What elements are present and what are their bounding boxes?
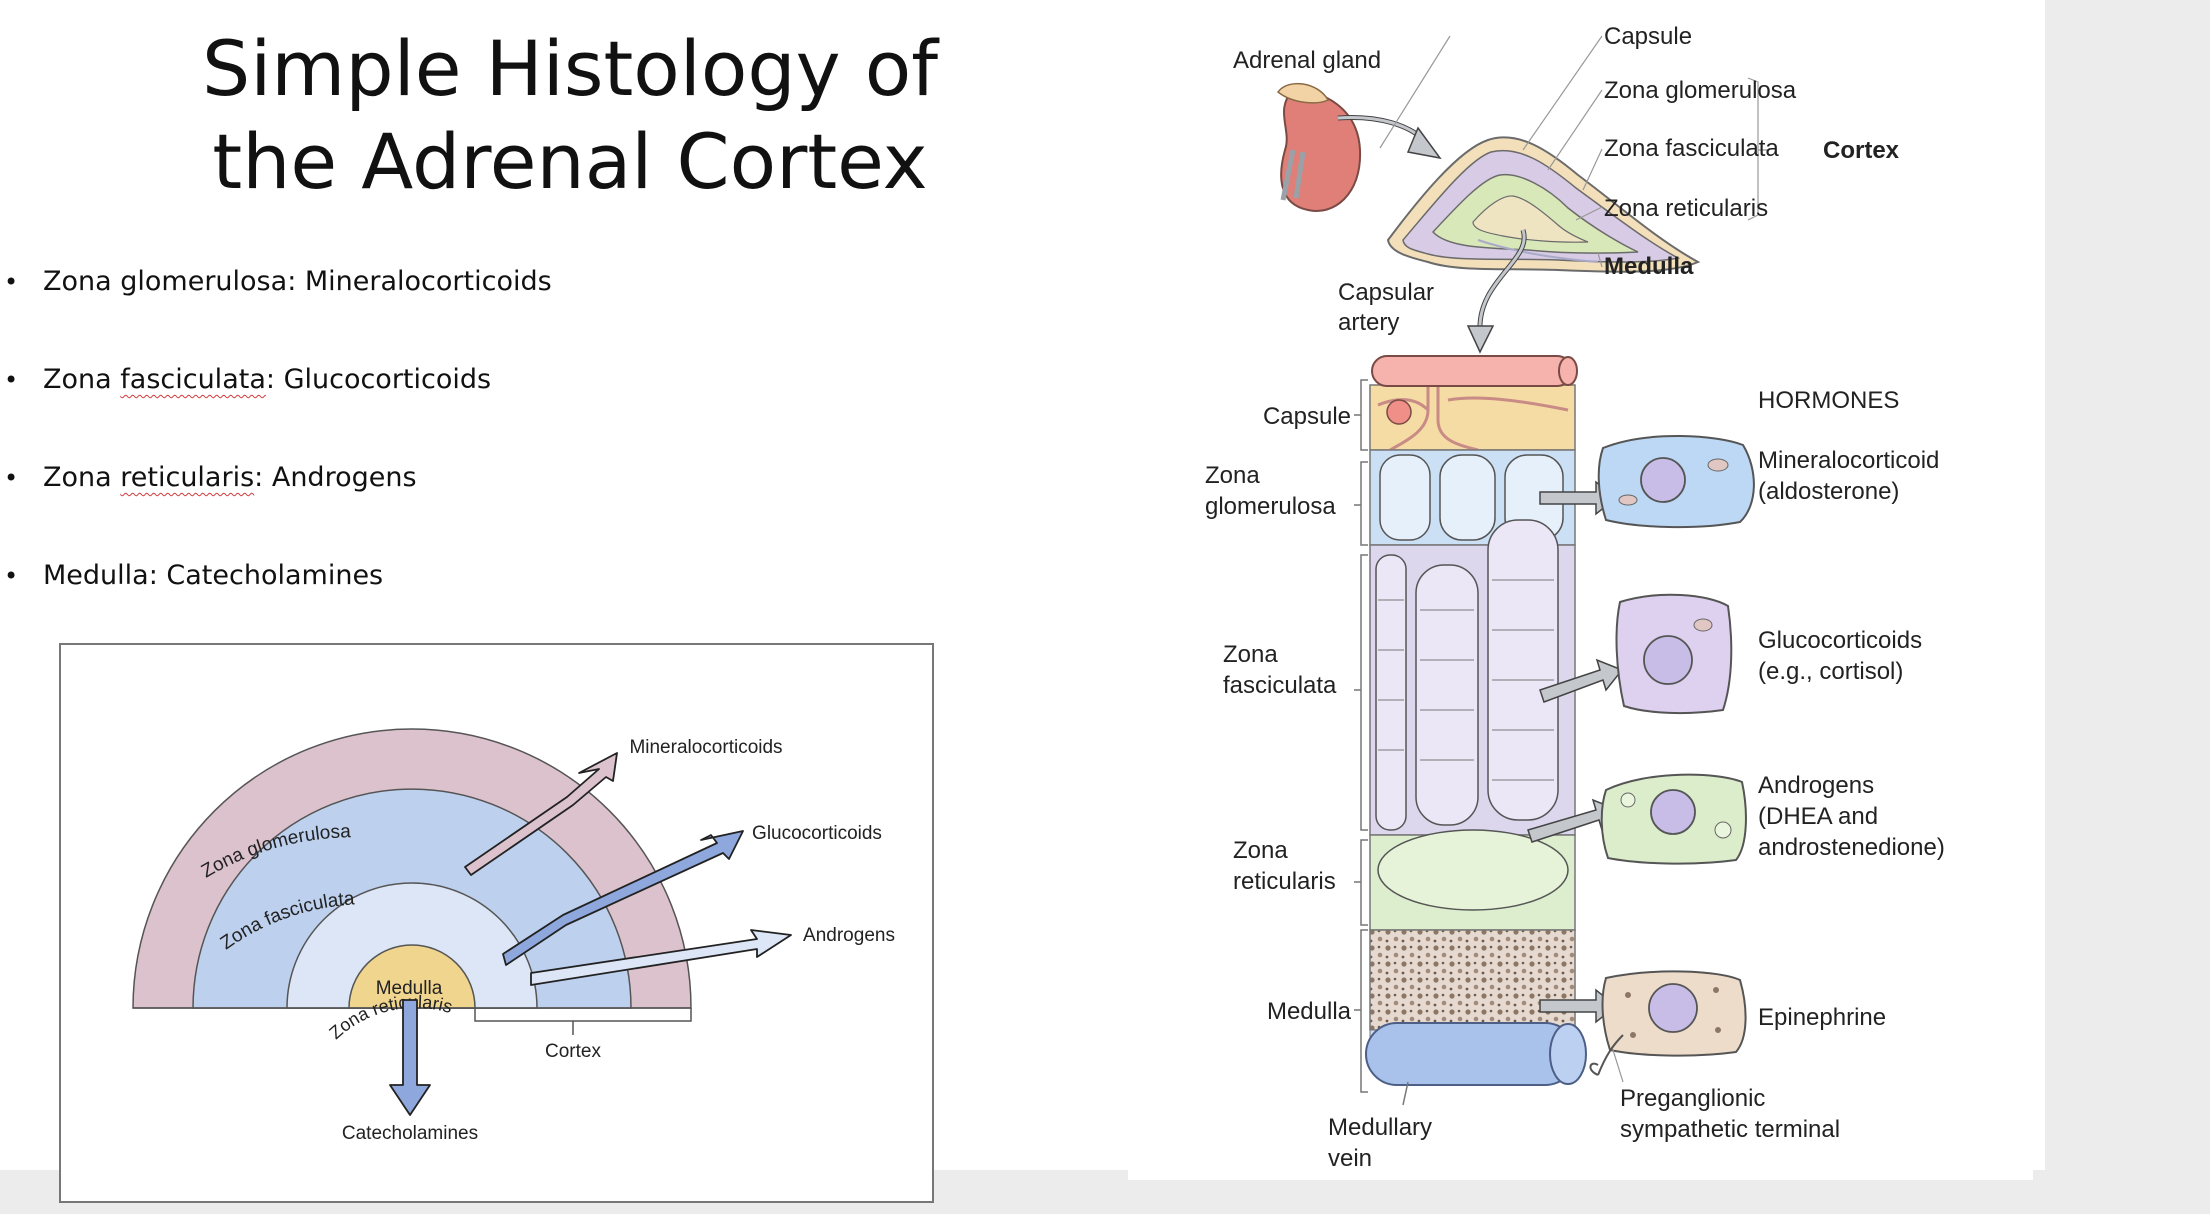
bullet-item-glomerulosa: Zona glomerulosa: Mineralocorticoids [0, 258, 552, 356]
cell-mineralocorticoid [1597, 435, 1755, 529]
label-mineralocorticoid-1: Mineralocorticoid [1758, 447, 1939, 474]
label-epinephrine: Epinephrine [1758, 1004, 1886, 1031]
medullary-vein-tube [1365, 1022, 1577, 1086]
label-cortex: Cortex [545, 1041, 601, 1062]
bullet-item-medulla: Medulla: Catecholamines [0, 552, 552, 650]
label-capsular-artery-2: artery [1338, 309, 1399, 336]
label-androgens-3: androstenedione) [1758, 834, 1945, 861]
label-capsular-artery-1: Capsular [1338, 279, 1434, 306]
slide-title: Simple Histology of the Adrenal Cortex [140, 22, 1000, 208]
left-zone-brackets [1354, 379, 1409, 1106]
label-glucocorticoids-2: (e.g., cortisol) [1758, 658, 1903, 685]
slide-title-line-2: the Adrenal Cortex [212, 117, 928, 206]
bullet-hormone: Mineralocorticoids [304, 266, 552, 297]
zone-schematic-figure: Zona glomerulosa Zona fasciculata Zona r… [59, 643, 934, 1203]
bullet-zone: Zona fasciculata [43, 364, 266, 395]
label-capsule-top: Capsule [1604, 23, 1692, 50]
bullet-zone: Zona glomerulosa [43, 266, 288, 297]
label-medullary-vein-2: vein [1328, 1145, 1372, 1172]
spellcheck-underline: fasciculata [120, 364, 266, 395]
label-medulla: Medulla [376, 978, 443, 999]
label-zona-fasciculata-top: Zona fasciculata [1604, 135, 1779, 162]
label-preganglionic-1: Preganglionic [1620, 1085, 1765, 1112]
label-preganglionic-2: sympathetic terminal [1620, 1116, 1840, 1143]
label-glucocorticoids-1: Glucocorticoids [1758, 627, 1922, 654]
label-zona-reticularis-left-2: reticularis [1233, 868, 1336, 895]
label-cortex-top: Cortex [1823, 137, 1900, 164]
tissue-column [1365, 355, 1587, 1086]
arrow-mineralocorticoids [464, 752, 618, 876]
label-medulla-left: Medulla [1267, 998, 1352, 1025]
arrow-glucocorticoids [502, 830, 744, 966]
label-adrenal-gland: Adrenal gland [1233, 47, 1381, 74]
capsular-artery-tube [1371, 355, 1573, 387]
label-zona-glomerulosa-left-2: glomerulosa [1205, 493, 1336, 520]
label-zona-reticularis-top: Zona reticularis [1604, 195, 1768, 222]
label-mineralocorticoids: Mineralocorticoids [629, 737, 782, 758]
histology-figure: Adrenal gland Capsule Zona glomerulosa Z… [1128, 0, 2033, 1180]
label-medullary-vein-1: Medullary [1328, 1114, 1432, 1141]
label-androgens-2: (DHEA and [1758, 803, 1878, 830]
label-glucocorticoids: Glucocorticoids [752, 823, 882, 844]
adrenal-gland-illustration [1276, 82, 1701, 354]
top-leader-lines [1379, 35, 1768, 268]
medulla-core [348, 944, 476, 1009]
cortex-bracket [474, 1008, 692, 1035]
slide-title-line-1: Simple Histology of [201, 24, 939, 113]
label-zona-glomerulosa-left-1: Zona [1205, 462, 1260, 489]
bullet-item-fasciculata: Zona fasciculata: Glucocorticoids [0, 356, 552, 454]
cell-glucocorticoid [1615, 593, 1733, 715]
label-capsule-left: Capsule [1263, 403, 1351, 430]
bullet-list: Zona glomerulosa: Mineralocorticoids Zon… [0, 258, 552, 650]
zone-schematic-svg: Zona glomerulosa Zona fasciculata Zona r… [132, 728, 895, 1144]
bullet-hormone: Catecholamines [166, 560, 384, 591]
bullet-item-reticularis: Zona reticularis: Androgens [0, 454, 552, 552]
histology-svg: Adrenal gland Capsule Zona glomerulosa Z… [1205, 23, 1945, 1172]
label-mineralocorticoid-2: (aldosterone) [1758, 478, 1899, 505]
bullet-hormone: Glucocorticoids [283, 364, 492, 395]
arrow-androgens [530, 929, 792, 986]
bullet-zone: Medulla [43, 560, 149, 591]
bullet-zone: Zona reticularis [43, 462, 255, 493]
label-catecholamines: Catecholamines [342, 1123, 478, 1144]
label-androgens-1: Androgens [1758, 772, 1874, 799]
label-androgens: Androgens [803, 925, 895, 946]
bullet-hormone: Androgens [271, 462, 417, 493]
label-zona-reticularis-left-1: Zona [1233, 837, 1288, 864]
arrow-catecholamines [389, 999, 431, 1116]
label-hormones-header: HORMONES [1758, 387, 1899, 414]
label-zona-glomerulosa-top: Zona glomerulosa [1604, 77, 1797, 104]
label-zona-fasciculata-left-1: Zona [1223, 641, 1278, 668]
spellcheck-underline: reticularis [120, 462, 255, 493]
label-zona-fasciculata-left-2: fasciculata [1223, 672, 1337, 699]
cell-androgen [1600, 773, 1747, 865]
cell-epinephrine [1589, 970, 1747, 1083]
label-medulla-top: Medulla [1604, 253, 1694, 280]
